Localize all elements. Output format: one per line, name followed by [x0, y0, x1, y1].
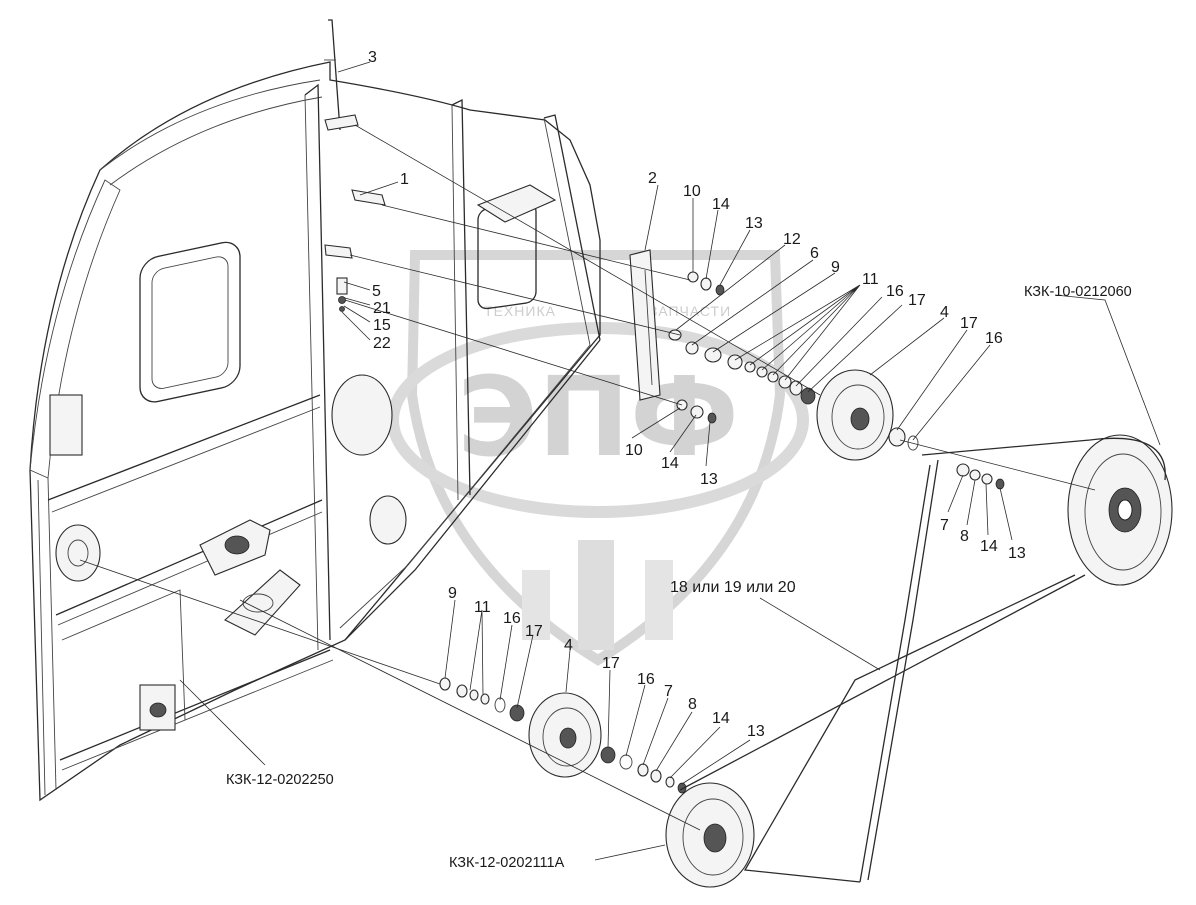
callout-7-right: 7	[940, 517, 949, 534]
callout-11-upper: 11	[862, 271, 879, 288]
callout-5: 5	[372, 283, 381, 300]
upper-hardware	[668, 271, 1173, 586]
callout-9-lower: 9	[448, 585, 457, 602]
callout-belt: 18 или 19 или 20	[670, 579, 796, 596]
callout-17-bottom: 17	[602, 655, 620, 672]
callout-2: 2	[648, 170, 657, 187]
drive-belt	[679, 437, 1166, 883]
callout-3: 3	[368, 49, 377, 66]
callout-15: 15	[373, 317, 391, 334]
callout-22: 22	[373, 335, 391, 352]
callout-12: 12	[783, 231, 801, 248]
callout-4-lower: 4	[564, 637, 573, 654]
frame-wall	[29, 19, 661, 802]
callout-16-bottom: 16	[637, 671, 655, 688]
callout-16-lower: 16	[503, 610, 521, 627]
assembly-code-pulley-right: КЗК-10-0212060	[1024, 284, 1132, 300]
assembly-code-frame: КЗК-12-0202250	[226, 772, 334, 788]
assembly-code-pulley-bottom: КЗК-12-0202111А	[449, 855, 565, 871]
leader-lines	[179, 61, 1161, 861]
callout-11-lower: 11	[474, 599, 491, 616]
callout-13-upper: 13	[745, 215, 763, 232]
callout-6: 6	[810, 245, 819, 262]
axis-lines	[79, 124, 1096, 831]
callout-1: 1	[400, 171, 409, 188]
watermark-text-right: ЗАПЧАСТИ	[649, 303, 731, 319]
callout-17-lower: 17	[525, 623, 543, 640]
callout-13-right: 13	[1008, 545, 1026, 562]
callout-9-upper: 9	[831, 259, 840, 276]
callout-labels: 3 1 2 10 14 13 12 6 9 11 16 17 4 17 16 5…	[226, 49, 1132, 871]
callout-14-upper: 14	[712, 196, 730, 213]
callout-14-bottom: 14	[712, 710, 730, 727]
callout-8-bottom: 8	[688, 696, 697, 713]
callout-13-mid: 13	[700, 471, 718, 488]
callout-21: 21	[373, 300, 391, 317]
watermark-text-left: ТЕХНИКА	[484, 303, 556, 319]
callout-14-right: 14	[980, 538, 998, 555]
callout-10-upper: 10	[683, 183, 701, 200]
callout-16-right: 16	[985, 330, 1003, 347]
callout-4-upper: 4	[940, 304, 949, 321]
lower-hardware	[439, 677, 755, 888]
callout-8-right: 8	[960, 528, 969, 545]
callout-10-lower: 10	[625, 442, 643, 459]
callout-13-bottom: 13	[747, 723, 765, 740]
callout-14-mid: 14	[661, 455, 679, 472]
callout-16-upper: 16	[886, 283, 904, 300]
callout-17-upper: 17	[908, 292, 926, 309]
callout-17-right: 17	[960, 315, 978, 332]
callout-7-bottom: 7	[664, 683, 673, 700]
